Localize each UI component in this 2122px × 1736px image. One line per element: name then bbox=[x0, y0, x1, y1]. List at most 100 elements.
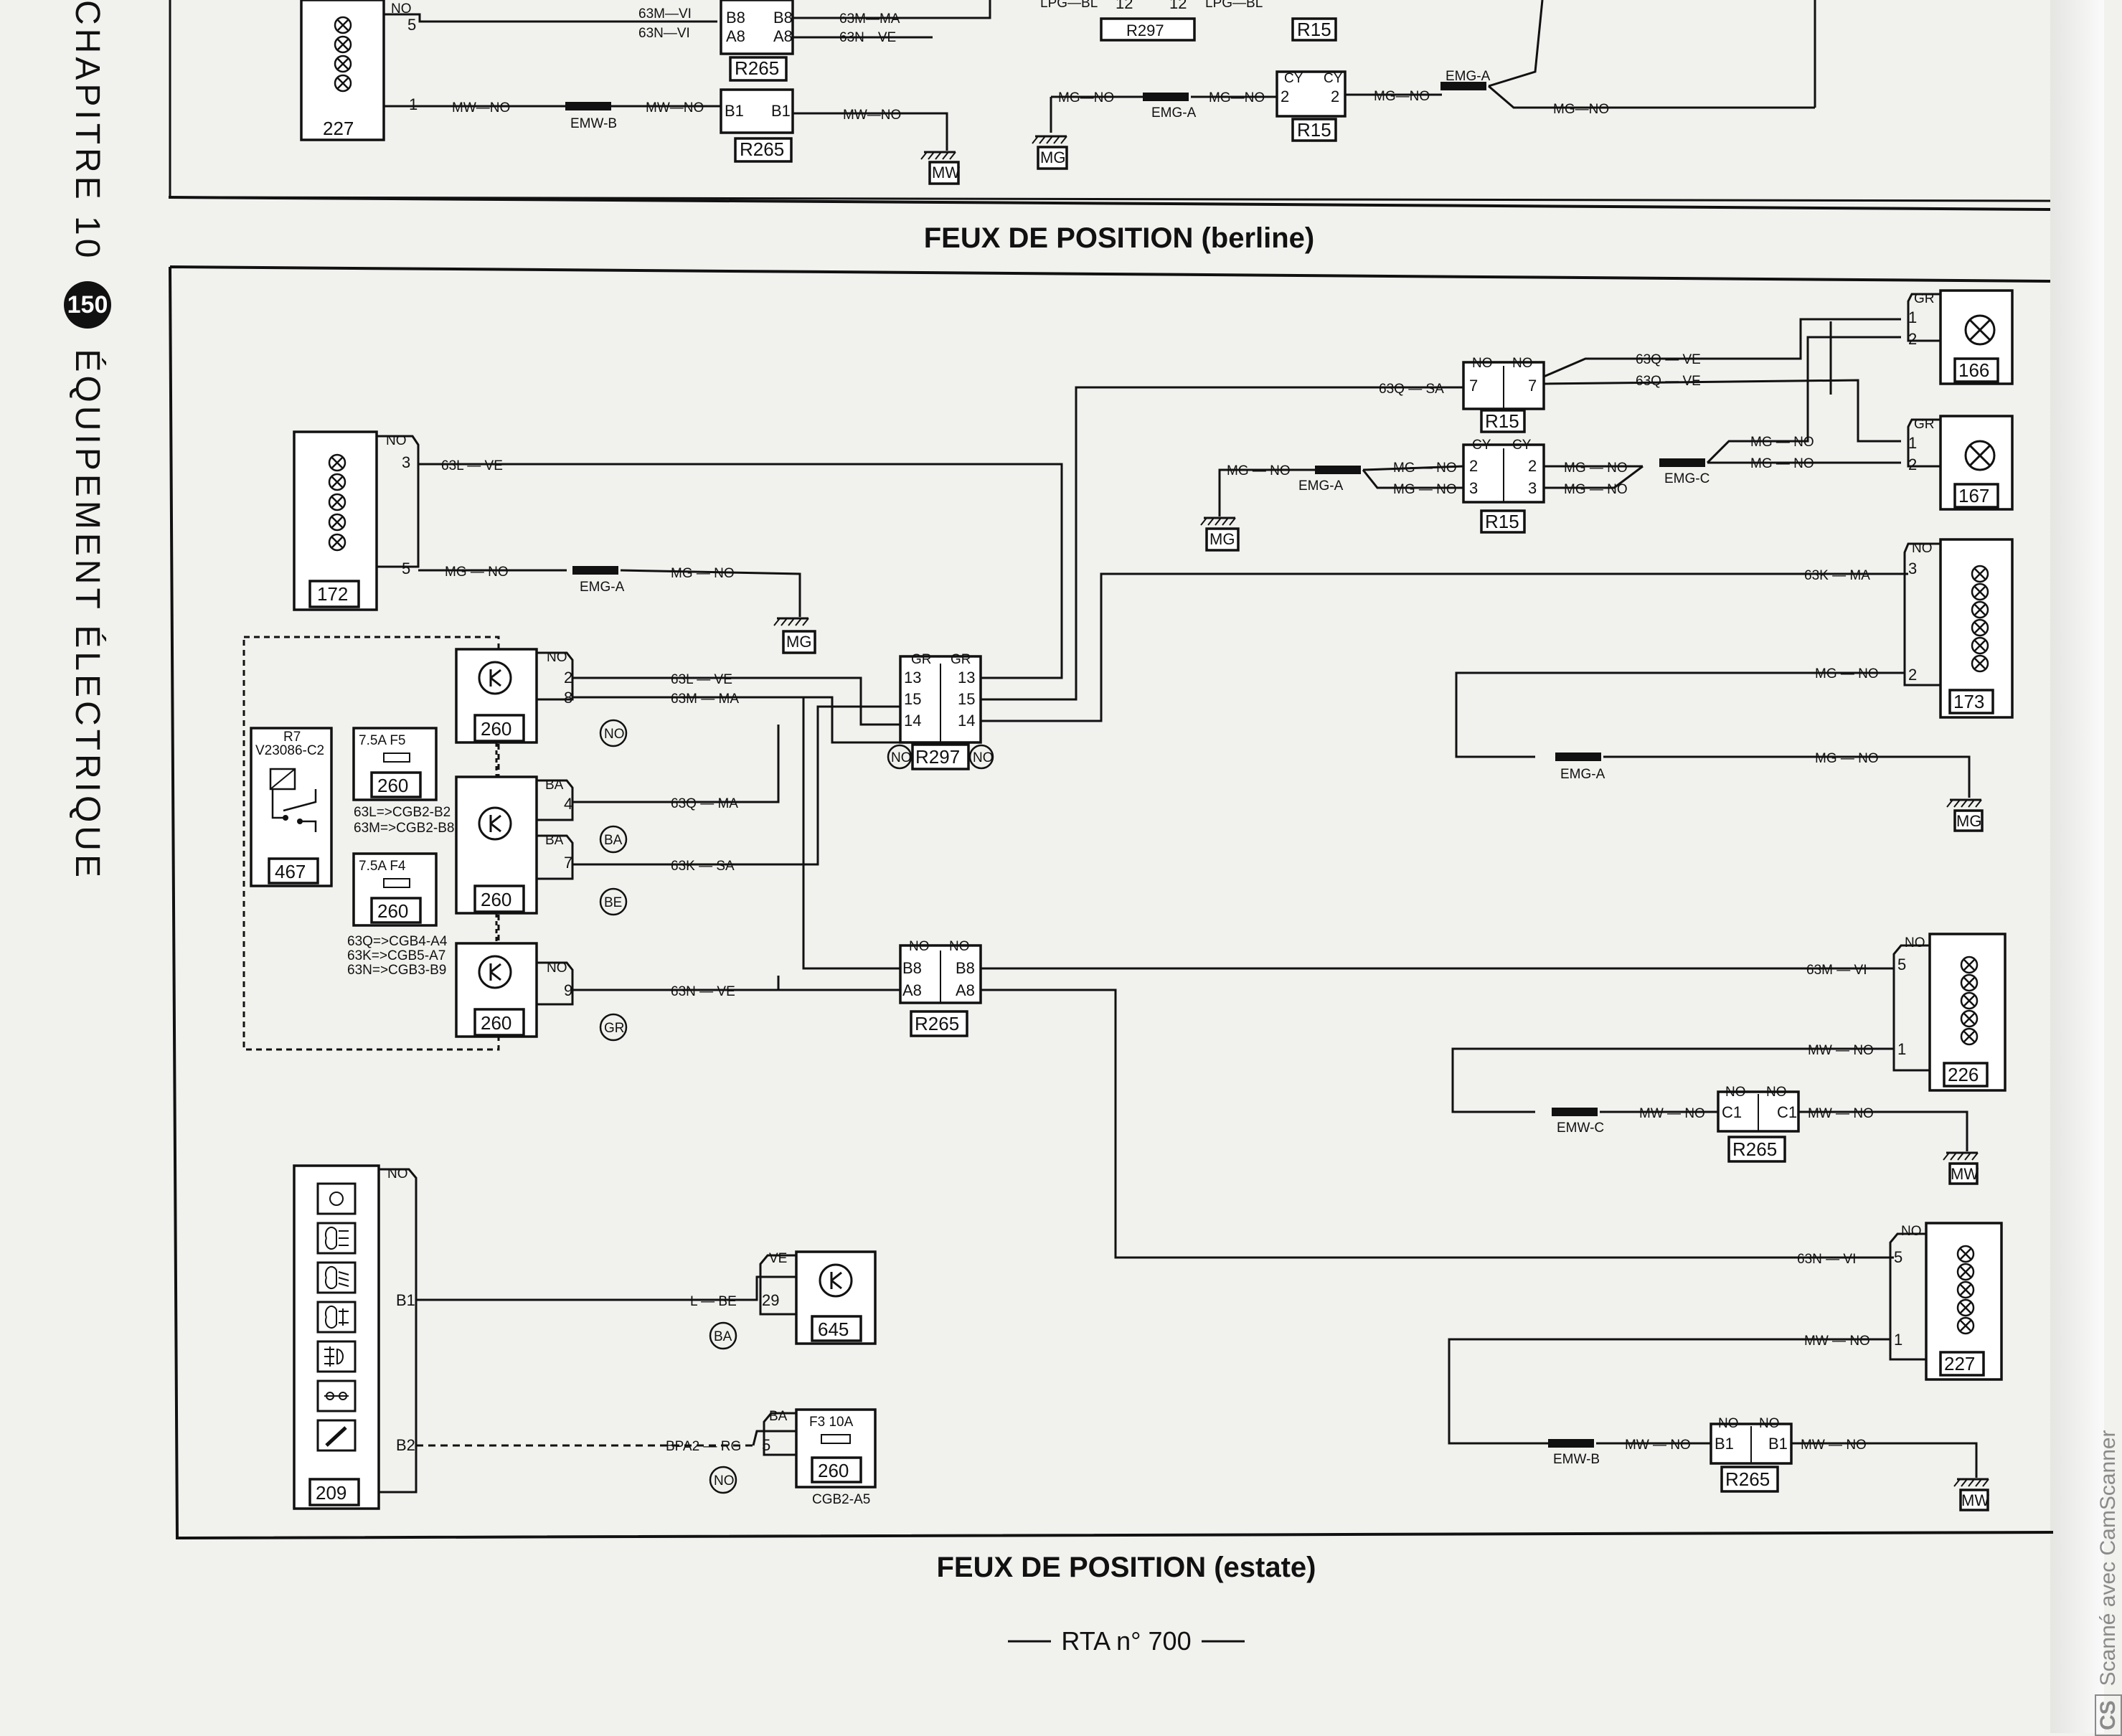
component-r15: R15 bbox=[1485, 511, 1519, 532]
connector-227: NO 5 1 227 bbox=[1889, 1222, 2003, 1381]
ground-label: MW bbox=[1961, 1491, 1989, 1509]
fuse-f4: 7.5A F4 260 63Q=>CGB4-A4 63K=>CGB5-A7 63… bbox=[347, 852, 448, 978]
title-berline: FEUX DE POSITION (berline) bbox=[924, 222, 1315, 254]
pin-label: B1 bbox=[396, 1291, 415, 1309]
relay-467: R7 V23086-C2 467 bbox=[250, 727, 333, 887]
connector-code: NO bbox=[891, 750, 912, 765]
wire-label: MW — NO bbox=[1804, 1334, 1870, 1349]
wire-label: MW — NO bbox=[1801, 1438, 1867, 1453]
fuse-label: 7.5A F5 bbox=[359, 733, 406, 748]
pin-label: B1 bbox=[1768, 1435, 1788, 1453]
connector-color: NO bbox=[1718, 1416, 1739, 1431]
pin-label: 7 bbox=[1469, 377, 1478, 395]
pin-label: 2 bbox=[1908, 330, 1917, 348]
pin-label: 5 bbox=[1897, 956, 1906, 973]
splice-label: EMG-A bbox=[1151, 105, 1197, 121]
ground-label: MW bbox=[932, 164, 960, 181]
connector-color: CY bbox=[1512, 438, 1532, 453]
connector-color: CY bbox=[1472, 438, 1491, 453]
wire-label: 63Q — VE bbox=[1636, 352, 1701, 367]
connector-r15-cy-top bbox=[1275, 70, 1347, 118]
component-r15: R15 bbox=[1297, 119, 1331, 141]
ground-mg-top bbox=[1037, 146, 1068, 170]
ground-mg-173 bbox=[1953, 809, 1984, 832]
pin-label: B8 bbox=[902, 959, 922, 977]
wire-label: MW — NO bbox=[1639, 1106, 1705, 1121]
pin-label: 2 bbox=[1281, 88, 1289, 105]
pin-label: 3 bbox=[1469, 479, 1478, 497]
component-r297: R297 bbox=[1126, 22, 1164, 39]
wire-label: 63Q — SA bbox=[1379, 382, 1444, 397]
light-icon bbox=[316, 1182, 357, 1215]
connector-color: NO bbox=[386, 433, 407, 448]
component-209: 209 bbox=[316, 1482, 346, 1504]
r15-tag-top-2 bbox=[1291, 118, 1337, 142]
pin-label: 29 bbox=[762, 1291, 779, 1309]
component-260: 260 bbox=[377, 900, 408, 922]
switch-209: 209 NO B1 B2 bbox=[293, 1164, 418, 1510]
rear-fog-icon bbox=[316, 1340, 357, 1373]
connector-color: GR bbox=[1914, 417, 1935, 432]
connector-color: BA bbox=[545, 778, 564, 793]
wire-label: MW—NO bbox=[843, 108, 901, 123]
fuse-note: 63M=>CGB2-B8 bbox=[354, 821, 454, 836]
pin-label: 12 bbox=[1116, 0, 1133, 12]
connector-be-marker: BE bbox=[599, 887, 628, 916]
wire-label: MG—NO bbox=[1058, 90, 1114, 105]
pin-label: B8 bbox=[956, 959, 975, 977]
wire-label: CY bbox=[1324, 71, 1343, 86]
component-173: 173 bbox=[1953, 691, 1984, 712]
relay-ref: R7 bbox=[283, 730, 301, 745]
pin-label: 5 bbox=[762, 1436, 770, 1454]
wire-label: MG — NO bbox=[1815, 666, 1879, 681]
pin-label: 2 bbox=[1469, 457, 1478, 475]
pin-label: B1 bbox=[1715, 1435, 1734, 1453]
connector-code: BA bbox=[604, 833, 623, 848]
pin-label: 7 bbox=[1528, 377, 1537, 395]
pin-label: 5 bbox=[402, 560, 410, 577]
connector-code: NO bbox=[604, 727, 625, 742]
wire-label: BPA2 — RG bbox=[666, 1439, 741, 1454]
instrument-panel-module bbox=[242, 636, 500, 1051]
connector-gr-marker: GR bbox=[599, 1013, 628, 1042]
lamp-260-bottom: 260 NO 9 bbox=[455, 942, 574, 1038]
ground-mw-227 bbox=[1959, 1489, 1989, 1511]
ground-label: MW bbox=[1951, 1165, 1979, 1183]
wire-label: 63Q — MA bbox=[671, 796, 738, 811]
splice-label: EMW-B bbox=[1553, 1452, 1600, 1467]
wire-label: CY bbox=[1284, 71, 1303, 86]
connector-color: NO bbox=[547, 650, 567, 665]
pin-label: 13 bbox=[958, 669, 975, 687]
connector-color: NO bbox=[1912, 541, 1933, 556]
pin-label: B1 bbox=[725, 102, 744, 120]
wire-label: MG — NO bbox=[1750, 435, 1814, 450]
pin-label: A8 bbox=[956, 981, 975, 999]
component-r297: R297 bbox=[915, 746, 960, 768]
relay-part: V23086-C2 bbox=[255, 743, 324, 758]
wire-label: MG — NO bbox=[1564, 482, 1628, 497]
pin-label: 14 bbox=[904, 712, 921, 730]
wire-label: MG — NO bbox=[1564, 461, 1628, 476]
wire-label: MG—NO bbox=[1374, 89, 1430, 104]
pin-label: B1 bbox=[771, 102, 791, 120]
estate-frame bbox=[169, 265, 2054, 1540]
wire-label: 63M—VI bbox=[638, 6, 692, 22]
component-r15: R15 bbox=[1485, 410, 1519, 432]
ground-label: MG bbox=[1956, 812, 1981, 830]
wire-label: MW — NO bbox=[1808, 1106, 1874, 1121]
wire-label: MW—NO bbox=[452, 100, 510, 115]
pin-label: C1 bbox=[1722, 1103, 1742, 1121]
wire-label: 63M — VI bbox=[1806, 963, 1867, 978]
wire-label: MG — NO bbox=[1227, 463, 1291, 478]
pin-label: 12 bbox=[1169, 0, 1187, 12]
component-r265: R265 bbox=[735, 57, 779, 79]
pin-label: 1 bbox=[409, 95, 418, 113]
splice-label: EMG-A bbox=[1560, 767, 1605, 782]
component-r15: R15 bbox=[1297, 19, 1331, 40]
wire-label: 63N—VE bbox=[839, 30, 896, 45]
connector-226: NO 5 1 226 bbox=[1892, 933, 2007, 1092]
pin-label: 1 bbox=[1908, 434, 1917, 452]
connector-172: 172 NO 3 5 bbox=[293, 430, 420, 611]
component-r265: R265 bbox=[915, 1013, 959, 1034]
